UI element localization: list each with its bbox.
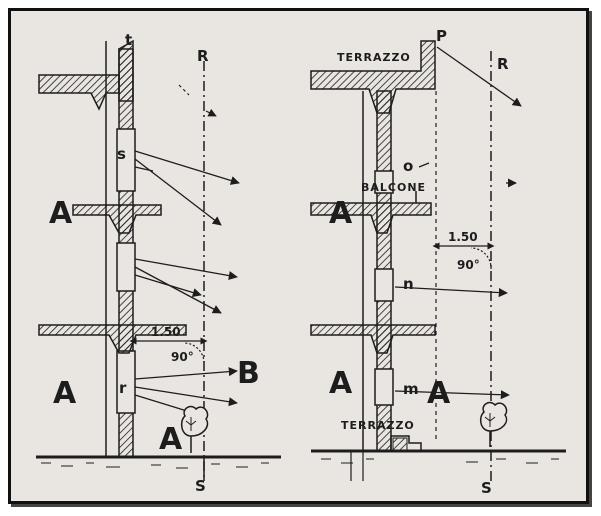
label-left-A-bottom: A: [159, 422, 183, 457]
left-ray-mid-1: [134, 258, 238, 281]
right-basement: [350, 451, 364, 481]
label-s: s: [117, 145, 126, 163]
label-right-S: S: [481, 479, 492, 497]
right-balcony-floor: [310, 202, 432, 234]
left-ray-r-1: [134, 367, 238, 380]
label-left-dim: 1.50: [151, 325, 181, 339]
label-left-A-low: A: [53, 376, 77, 411]
left-parapet: [118, 39, 134, 102]
left-ray-s-1: [134, 150, 240, 185]
left-floor-2: [38, 324, 187, 354]
right-ray-n: [394, 286, 508, 298]
label-terrazzo-bottom: TERRAZZO: [341, 419, 415, 432]
right-ray-p: [436, 46, 522, 107]
left-ground-texture: [41, 462, 269, 469]
label-left-R: R: [197, 47, 209, 65]
right-top-terrace: [310, 40, 436, 114]
label-left-A-mid: A: [49, 196, 73, 231]
right-opening-3: [374, 368, 394, 406]
label-n: n: [403, 275, 414, 293]
label-left-angle: 90°: [171, 350, 194, 364]
left-angle-arc: [183, 342, 205, 364]
right-opening-1: [374, 170, 394, 194]
label-r: r: [119, 379, 127, 397]
label-o: o: [403, 157, 413, 175]
right-step-hatch: [392, 437, 408, 452]
label-m: m: [403, 380, 419, 398]
left-opening-2: [116, 242, 136, 292]
left-ray-r-3: [134, 394, 188, 412]
left-ray-mid-3: [134, 274, 202, 297]
figure-frame: t R s A 1.50 90° A r B A S TERRAZZO P R …: [8, 8, 589, 504]
right-floor-2: [310, 324, 436, 354]
right-section: [310, 40, 566, 481]
right-steps: [390, 435, 422, 451]
label-right-angle: 90°: [457, 258, 480, 272]
label-right-R: R: [497, 55, 509, 73]
label-balcone: BALCONE: [361, 181, 426, 194]
label-right-A-right: A: [427, 376, 451, 411]
label-B: B: [237, 356, 260, 391]
right-ground-texture: [321, 458, 559, 464]
label-right-A-mid: A: [329, 196, 353, 231]
label-terrazzo-top: TERRAZZO: [337, 51, 411, 64]
building-sections-diagram: t R s A 1.50 90° A r B A S TERRAZZO P R …: [36, 27, 566, 497]
left-top-floor: [38, 74, 120, 111]
left-section: [36, 39, 281, 481]
right-opening-2: [374, 268, 394, 302]
right-angle-arc: [470, 247, 492, 270]
right-tree: [479, 401, 508, 447]
left-tree: [180, 405, 209, 453]
left-opening-1: [116, 128, 136, 192]
left-ray-mid-2: [134, 266, 222, 314]
left-ray-r-2: [134, 386, 238, 407]
right-ray-m: [394, 390, 510, 400]
label-right-dim: 1.50: [448, 230, 478, 244]
left-floor-1: [72, 204, 162, 234]
label-t: t: [125, 31, 132, 49]
label-P: P: [436, 27, 447, 45]
left-ray-s-3: [134, 166, 154, 172]
label-left-S: S: [195, 477, 206, 495]
label-right-A-low: A: [329, 366, 353, 401]
